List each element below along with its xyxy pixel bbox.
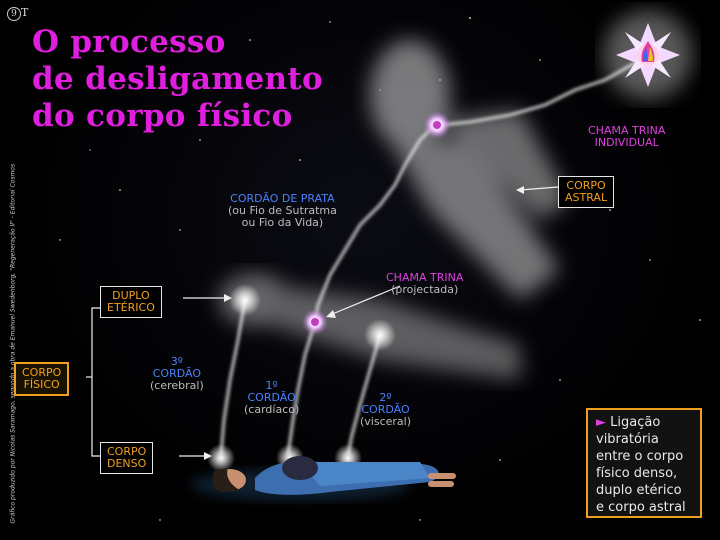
title-line-3: do corpo físico — [32, 98, 323, 135]
info-line-1: ► Ligação — [596, 414, 692, 431]
label-cordao-2: 2º CORDÃO (visceral) — [360, 392, 411, 428]
label-duplo-eterico: DUPLO ETÉRICO — [100, 286, 162, 318]
info-line-2: vibratória — [596, 431, 692, 448]
label-chama-trina-individual: CHAMA TRINA INDIVIDUAL — [588, 125, 665, 149]
label-corpo-astral: CORPO ASTRAL — [558, 176, 614, 208]
label-cordao-1: 1º CORDÃO (cardíaco) — [244, 380, 299, 416]
label-corpo-denso: CORPO DENSO — [100, 442, 153, 474]
info-line-5: duplo etérico — [596, 482, 692, 499]
page-title: O processo de desligamento do corpo físi… — [32, 24, 323, 135]
info-line-6: e corpo astral — [596, 499, 692, 516]
label-corpo-fisico: CORPO FÍSICO — [14, 362, 69, 396]
credit-text: Gráfico produzido por Nicolas Saramago, … — [10, 194, 17, 524]
astral-body — [370, 40, 570, 300]
label-chama-trina-projectada: CHAMA TRINA (projectada) — [386, 272, 463, 296]
title-line-2: de desligamento — [32, 61, 323, 98]
info-line-3: entre o corpo — [596, 448, 692, 465]
bullet-icon: ► — [596, 415, 606, 430]
info-box: ► Ligação vibratória entre o corpo físic… — [586, 408, 702, 518]
info-line-4: físico denso, — [596, 465, 692, 482]
title-line-1: O processo — [32, 24, 323, 61]
label-cordao-prata: CORDÃO DE PRATA (ou Fio de Sutratma ou F… — [228, 193, 337, 229]
label-cordao-3: 3º CORDÃO (cerebral) — [150, 356, 204, 392]
flame-emblem — [604, 11, 692, 99]
